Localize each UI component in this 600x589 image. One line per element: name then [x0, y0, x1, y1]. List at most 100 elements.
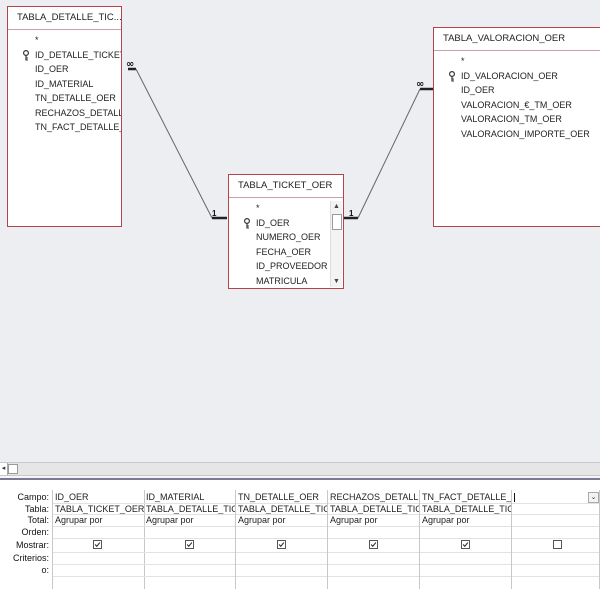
criterios-cell[interactable] [328, 553, 419, 565]
relationship-lines: ∞ 1 1 ∞ [126, 59, 433, 220]
mostrar-checkbox[interactable] [277, 540, 286, 549]
grid-column: TN_FACT_DETALLE_OE TABLA_DETALLE_TICKE A… [420, 490, 512, 589]
scroll-thumb[interactable] [332, 214, 342, 230]
grid-column: ID_MATERIAL TABLA_DETALLE_TICKE Agrupar … [144, 490, 236, 589]
orden-cell[interactable] [328, 527, 419, 539]
scroll-left-icon[interactable]: ◂ [0, 463, 8, 475]
campo-cell[interactable]: ID_OER [53, 492, 144, 504]
field-all[interactable]: * [256, 203, 260, 213]
campo-cell[interactable]: ⌄ [512, 492, 599, 504]
tabla-cell[interactable]: TABLA_TICKET_OER [53, 503, 144, 515]
scroll-thumb[interactable] [8, 464, 18, 474]
field-label: ID_DETALLE_TICKET_O [35, 49, 121, 60]
grid-column: TN_DETALLE_OER TABLA_DETALLE_TICKE Agrup… [236, 490, 328, 589]
mostrar-cell [236, 539, 327, 553]
table-title[interactable]: TABLA_DETALLE_TIC... [8, 7, 121, 30]
field-label: ID_OER [256, 217, 290, 228]
field-item[interactable]: MATRICULA [256, 275, 308, 286]
table-ticket-oer[interactable]: TABLA_TICKET_OER * ID_OER NUMERO_OER FEC… [228, 174, 344, 289]
mostrar-checkbox[interactable] [553, 540, 562, 549]
campo-cell[interactable]: RECHAZOS_DETALLE_( [328, 492, 419, 504]
total-cell[interactable] [512, 515, 599, 527]
tabla-cell[interactable]: TABLA_DETALLE_TICKE [328, 504, 419, 515]
relation-1-many-label: ∞ [126, 59, 134, 70]
field-item[interactable]: VALORACION_€_TM_OER [461, 99, 572, 110]
campo-cell[interactable]: TN_FACT_DETALLE_OE [420, 492, 511, 504]
o-cell[interactable] [144, 565, 235, 577]
query-design-area: ∞ 1 1 ∞ TABLA_DETALLE_TIC... * ID_DETALL… [0, 0, 600, 462]
mostrar-cell [420, 539, 511, 553]
total-cell[interactable]: Agrupar por [328, 515, 419, 527]
mostrar-checkbox[interactable] [185, 540, 194, 549]
orden-cell[interactable] [512, 527, 599, 539]
total-cell[interactable]: Agrupar por [420, 515, 511, 527]
table-title[interactable]: TABLA_VALORACION_OER [434, 28, 600, 51]
orden-cell[interactable] [420, 527, 511, 539]
scroll-up-icon[interactable]: ▲ [333, 203, 340, 210]
relation-2-one-label: 1 [349, 209, 354, 218]
row-label-o: o: [41, 565, 49, 575]
grid-column: RECHAZOS_DETALLE_( TABLA_DETALLE_TICKE A… [328, 490, 420, 589]
field-item[interactable]: RECHAZOS_DETALLE [35, 107, 121, 118]
mostrar-checkbox[interactable] [369, 540, 378, 549]
table-title[interactable]: TABLA_TICKET_OER [229, 175, 343, 198]
table-valoracion-oer[interactable]: TABLA_VALORACION_OER * ID_VALORACION_OER… [433, 27, 600, 227]
total-cell[interactable]: Agrupar por [53, 515, 144, 527]
mostrar-cell [144, 539, 235, 553]
field-item[interactable]: VALORACION_TM_OER [461, 114, 562, 124]
criterios-cell[interactable] [144, 553, 235, 565]
orden-cell[interactable] [53, 527, 144, 539]
field-item[interactable]: ID_OER [35, 64, 69, 74]
row-label-campo: Campo: [17, 492, 49, 502]
key-icon [23, 49, 29, 60]
row-label-mostrar: Mostrar: [15, 540, 49, 550]
field-item[interactable]: TN_DETALLE_OER [35, 93, 116, 103]
mostrar-checkbox[interactable] [461, 540, 470, 549]
field-item[interactable]: ID_PROVEEDOR [256, 261, 328, 271]
chevron-down-icon[interactable]: ⌄ [588, 492, 599, 503]
o-cell[interactable] [236, 565, 327, 577]
relation-2-many-label: ∞ [416, 79, 424, 90]
key-icon [449, 70, 455, 81]
field-item[interactable]: NUMERO_OER [256, 232, 321, 242]
tabla-cell[interactable]: TABLA_DETALLE_TICKE [144, 504, 235, 515]
total-cell[interactable]: Agrupar por [236, 515, 327, 527]
table-scrollbar[interactable]: ▲ ▼ [330, 201, 342, 287]
relation-1-line[interactable] [135, 68, 213, 219]
tabla-cell[interactable] [512, 504, 599, 515]
criterios-cell[interactable] [53, 553, 144, 565]
field-primary-key[interactable]: ID_VALORACION_OER [434, 69, 600, 84]
horizontal-scrollbar[interactable]: ◂ [0, 462, 600, 476]
mostrar-cell [53, 539, 144, 553]
field-item[interactable]: VALORACION_IMPORTE_OER [461, 128, 590, 139]
field-all[interactable]: * [461, 56, 465, 66]
tabla-cell[interactable]: TABLA_DETALLE_TICKE [420, 504, 511, 515]
field-primary-key[interactable]: ID_DETALLE_TICKET_O [8, 48, 121, 63]
orden-cell[interactable] [144, 527, 235, 539]
campo-cell[interactable]: ID_MATERIAL [144, 492, 235, 504]
criterios-cell[interactable] [420, 553, 511, 565]
field-item[interactable]: TN_FACT_DETALLE_O [35, 122, 121, 132]
orden-cell[interactable] [236, 527, 327, 539]
o-cell[interactable] [53, 565, 144, 577]
criterios-cell[interactable] [512, 553, 599, 565]
campo-cell[interactable]: TN_DETALLE_OER [236, 492, 327, 504]
table-detalle-ticket[interactable]: TABLA_DETALLE_TIC... * ID_DETALLE_TICKET… [7, 6, 122, 227]
field-all[interactable]: * [35, 35, 39, 45]
row-label-total: Total: [27, 515, 49, 525]
o-cell[interactable] [328, 565, 419, 577]
criterios-cell[interactable] [236, 553, 327, 565]
tabla-cell[interactable]: TABLA_DETALLE_TICKE [236, 504, 327, 515]
mostrar-checkbox[interactable] [93, 540, 102, 549]
o-cell[interactable] [420, 565, 511, 577]
scroll-down-icon[interactable]: ▼ [333, 278, 340, 285]
field-primary-key[interactable]: ID_OER [229, 216, 329, 231]
o-cell[interactable] [512, 565, 599, 577]
field-item[interactable]: ID_MATERIAL [35, 78, 94, 89]
total-cell[interactable]: Agrupar por [144, 515, 235, 527]
field-item[interactable]: ID_OER [461, 85, 495, 95]
mostrar-cell [328, 539, 419, 553]
field-item[interactable]: FECHA_OER [256, 246, 312, 257]
relation-2-line[interactable] [357, 88, 421, 219]
pane-splitter[interactable] [0, 476, 600, 480]
